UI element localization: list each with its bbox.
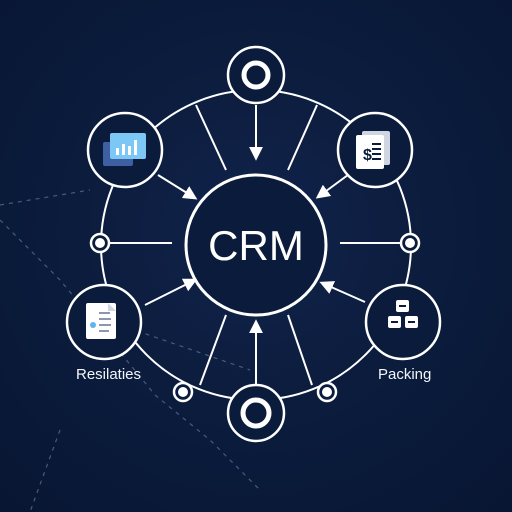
background-dashed-lines (0, 189, 261, 512)
ring-icon (241, 60, 271, 90)
crm-center-label: CRM (208, 222, 304, 269)
arrow-right (319, 281, 366, 303)
bar-chart-icon (103, 133, 146, 166)
svg-text:$: $ (363, 147, 372, 164)
node-label-packing: Packing (378, 366, 432, 383)
node-bottom-right[interactable] (364, 283, 442, 361)
boxes-icon (388, 300, 418, 328)
arrow-top-left (157, 174, 198, 200)
connector-dots (89, 232, 421, 403)
node-top-left[interactable] (86, 111, 164, 189)
crm-center-node[interactable] (184, 173, 328, 317)
node-bottom-left[interactable] (65, 283, 143, 361)
node-label-resilaties: Resilaties (76, 366, 142, 383)
node-top[interactable] (226, 45, 286, 105)
arrows (144, 105, 366, 385)
node-bottom[interactable] (226, 383, 286, 443)
invoice-dollar-icon: $ (356, 131, 390, 169)
spoke-lines (110, 104, 400, 386)
arrow-top-right (315, 171, 353, 199)
node-top-right[interactable]: $ (336, 111, 414, 189)
arrow-left (144, 278, 198, 306)
document-icon (86, 303, 116, 339)
ring-icon (240, 397, 272, 429)
